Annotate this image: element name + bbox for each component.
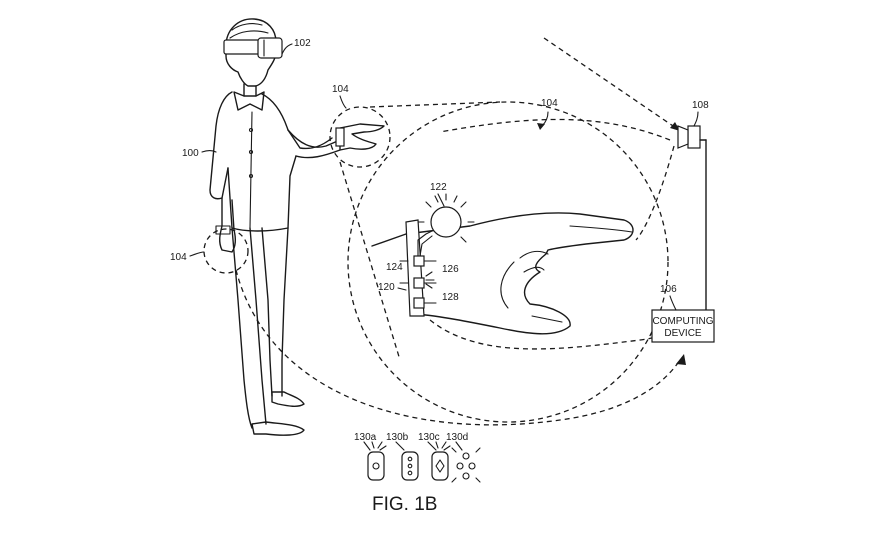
label-module-128: 128 [442, 292, 459, 303]
label-hand-top: 104 [332, 84, 349, 95]
module-126 [413, 277, 425, 289]
label-module-126: 126 [442, 264, 459, 275]
label-variant-a: 130a [354, 432, 377, 443]
hand-highlight-top [329, 106, 391, 168]
wearable-band [405, 219, 425, 317]
signal-path-lower [235, 269, 681, 426]
small-wearable [335, 127, 345, 147]
enlarged-hand [371, 212, 634, 335]
headset-visor [257, 37, 283, 59]
light-source [417, 193, 475, 243]
label-camera: 108 [692, 100, 709, 111]
enlarged-view-circle [347, 101, 669, 423]
computing-device-line2: DEVICE [664, 328, 702, 339]
label-hand-left: 104 [170, 252, 187, 263]
hand-highlight-left [203, 228, 249, 274]
label-headset: 102 [294, 38, 311, 49]
module-124 [413, 255, 425, 267]
label-circle-top: 104 [541, 98, 558, 109]
module-128 [413, 297, 425, 309]
label-variant-b: 130b [386, 432, 409, 443]
label-variant-c: 130c [418, 432, 440, 443]
label-wearable: 120 [378, 282, 395, 293]
label-variant-d: 130d [446, 432, 468, 443]
user-figure [209, 18, 385, 436]
figure-caption: FIG. 1B [372, 494, 437, 515]
camera-device [677, 125, 707, 311]
signal-path-middle [429, 319, 663, 350]
label-computing-device: 106 [660, 284, 677, 295]
incoming-signal-line [543, 37, 677, 129]
camera-view-line [635, 145, 675, 241]
label-light-source: 122 [430, 182, 447, 193]
label-module-124: 124 [386, 262, 403, 273]
computing-device-line1: COMPUTING [652, 316, 713, 327]
label-user: 100 [182, 148, 199, 159]
computing-device-box [651, 309, 715, 343]
wearable-variants [367, 441, 481, 483]
